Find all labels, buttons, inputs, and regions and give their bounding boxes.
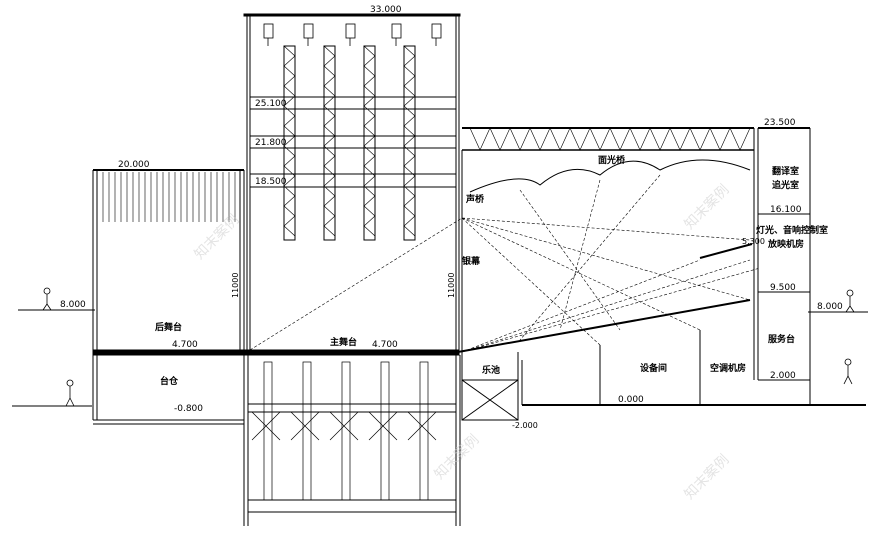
room-rear-stage: 后舞台 — [155, 321, 182, 333]
elev-booth-floor: 9.500 — [770, 283, 796, 293]
ground-lines — [12, 309, 868, 407]
room-sound-bridge: 声桥 — [465, 193, 485, 205]
watermark-1: 知末案例 — [191, 211, 243, 263]
room-projection: 翻译室 — [772, 165, 799, 177]
room-labels: 后舞台 台仓 主舞台 乐池 设备间 空调机房 服务台 面光桥 声桥 银幕 翻译室… — [155, 154, 828, 387]
elevation-labels: 33.000 25.100 21.800 18.500 20.000 23.50… — [60, 5, 843, 430]
room-followspot-room: 追光室 — [772, 179, 799, 191]
human-figures — [42, 287, 855, 407]
elev-roof-right: 23.500 — [764, 118, 796, 128]
room-curtain: 银幕 — [462, 255, 481, 267]
stage-machinery-pit — [243, 355, 461, 526]
elev-grid-3: 18.500 — [255, 177, 287, 187]
fly-trusses — [283, 45, 416, 241]
room-service: 服务台 — [768, 333, 795, 345]
auditorium — [457, 127, 759, 405]
hoist-motors — [263, 23, 442, 46]
orchestra-pit — [461, 352, 519, 421]
room-storage: 台仓 — [160, 375, 179, 387]
dimension-labels: 11000 11000 — [231, 273, 456, 298]
watermark-2: 知末案例 — [431, 431, 483, 483]
elev-stage-level: 4.700 — [172, 340, 198, 350]
elev-service-floor: 2.000 — [770, 371, 796, 381]
elev-pit-bottom: -2.000 — [512, 421, 538, 430]
sightlines — [249, 174, 761, 353]
room-equipment: 设备间 — [640, 362, 667, 374]
right-service-wing — [758, 127, 811, 405]
elev-balcony: 5.300 — [742, 237, 765, 246]
room-orchestra-pit: 乐池 — [482, 364, 500, 376]
elev-right-entry: 8.000 — [817, 302, 843, 312]
room-hvac: 空调机房 — [710, 362, 746, 374]
elev-rear-stage-top: 20.000 — [118, 160, 150, 170]
elev-grid-1: 25.100 — [255, 99, 287, 109]
elev-control-floor: 16.100 — [770, 205, 802, 215]
watermark-3: 知末案例 — [681, 451, 733, 503]
elev-grid-2: 21.800 — [255, 138, 287, 148]
room-control: 灯光、音响控制室 — [756, 224, 828, 236]
watermark-4: 知末案例 — [681, 181, 733, 233]
room-followspot: 面光桥 — [598, 154, 626, 166]
room-cinema-booth: 放映机房 — [767, 238, 804, 250]
elev-stage-level-2: 4.700 — [372, 340, 398, 350]
rear-stage-block — [92, 169, 245, 352]
elev-basement: -0.800 — [174, 404, 203, 414]
elev-ground: 0.000 — [618, 395, 644, 405]
stage-floor — [92, 349, 460, 425]
elev-left-entry: 8.000 — [60, 300, 86, 310]
dim-rear-height: 11000 — [231, 273, 240, 298]
room-main-stage: 主舞台 — [330, 336, 357, 348]
dim-proscenium-height: 11000 — [447, 273, 456, 298]
elev-top: 33.000 — [370, 5, 402, 15]
